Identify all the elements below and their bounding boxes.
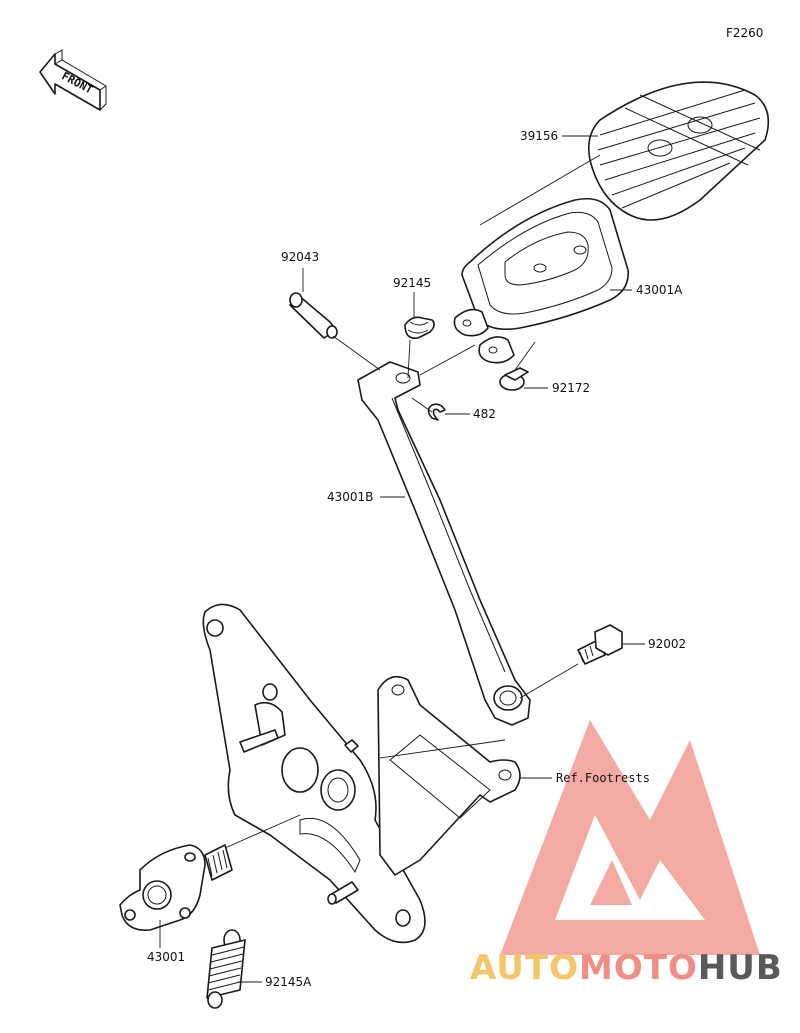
leader-lines xyxy=(159,135,645,983)
label-39156: 39156 xyxy=(520,129,559,143)
clip-482 xyxy=(427,403,446,421)
label-92145: 92145 xyxy=(393,276,432,290)
watermark-logo-icon xyxy=(500,720,760,955)
lever-arm-43001B xyxy=(357,361,531,726)
footrest-bracket xyxy=(202,603,521,944)
watermark-hub: HUB xyxy=(697,948,783,988)
label-43001B: 43001B xyxy=(327,490,374,504)
label-482: 482 xyxy=(473,407,496,421)
watermark-auto: AUTO xyxy=(470,948,579,988)
label-43001A: 43001A xyxy=(636,283,683,297)
pedal-base-43001A xyxy=(453,197,629,364)
front-arrow-icon xyxy=(39,49,107,111)
label-ref-footrests: Ref.Footrests xyxy=(556,771,650,785)
watermark-moto: MOTO xyxy=(578,948,698,988)
watermark-text: AUTOMOTOHUB xyxy=(470,948,783,988)
pin-92043 xyxy=(289,292,338,339)
label-92043: 92043 xyxy=(281,250,320,264)
spring-92145A xyxy=(206,929,246,1009)
bolt-92002 xyxy=(577,624,623,665)
label-92002: 92002 xyxy=(648,637,687,651)
spring-92145 xyxy=(404,316,435,340)
bolt-92172 xyxy=(499,367,529,391)
pedal-pad-39156 xyxy=(587,81,770,221)
pedal-arm-43001 xyxy=(119,844,233,932)
label-92145A: 92145A xyxy=(265,975,312,989)
label-92172: 92172 xyxy=(552,381,591,395)
figure-code: F2260 xyxy=(726,26,764,40)
label-43001: 43001 xyxy=(147,950,186,964)
